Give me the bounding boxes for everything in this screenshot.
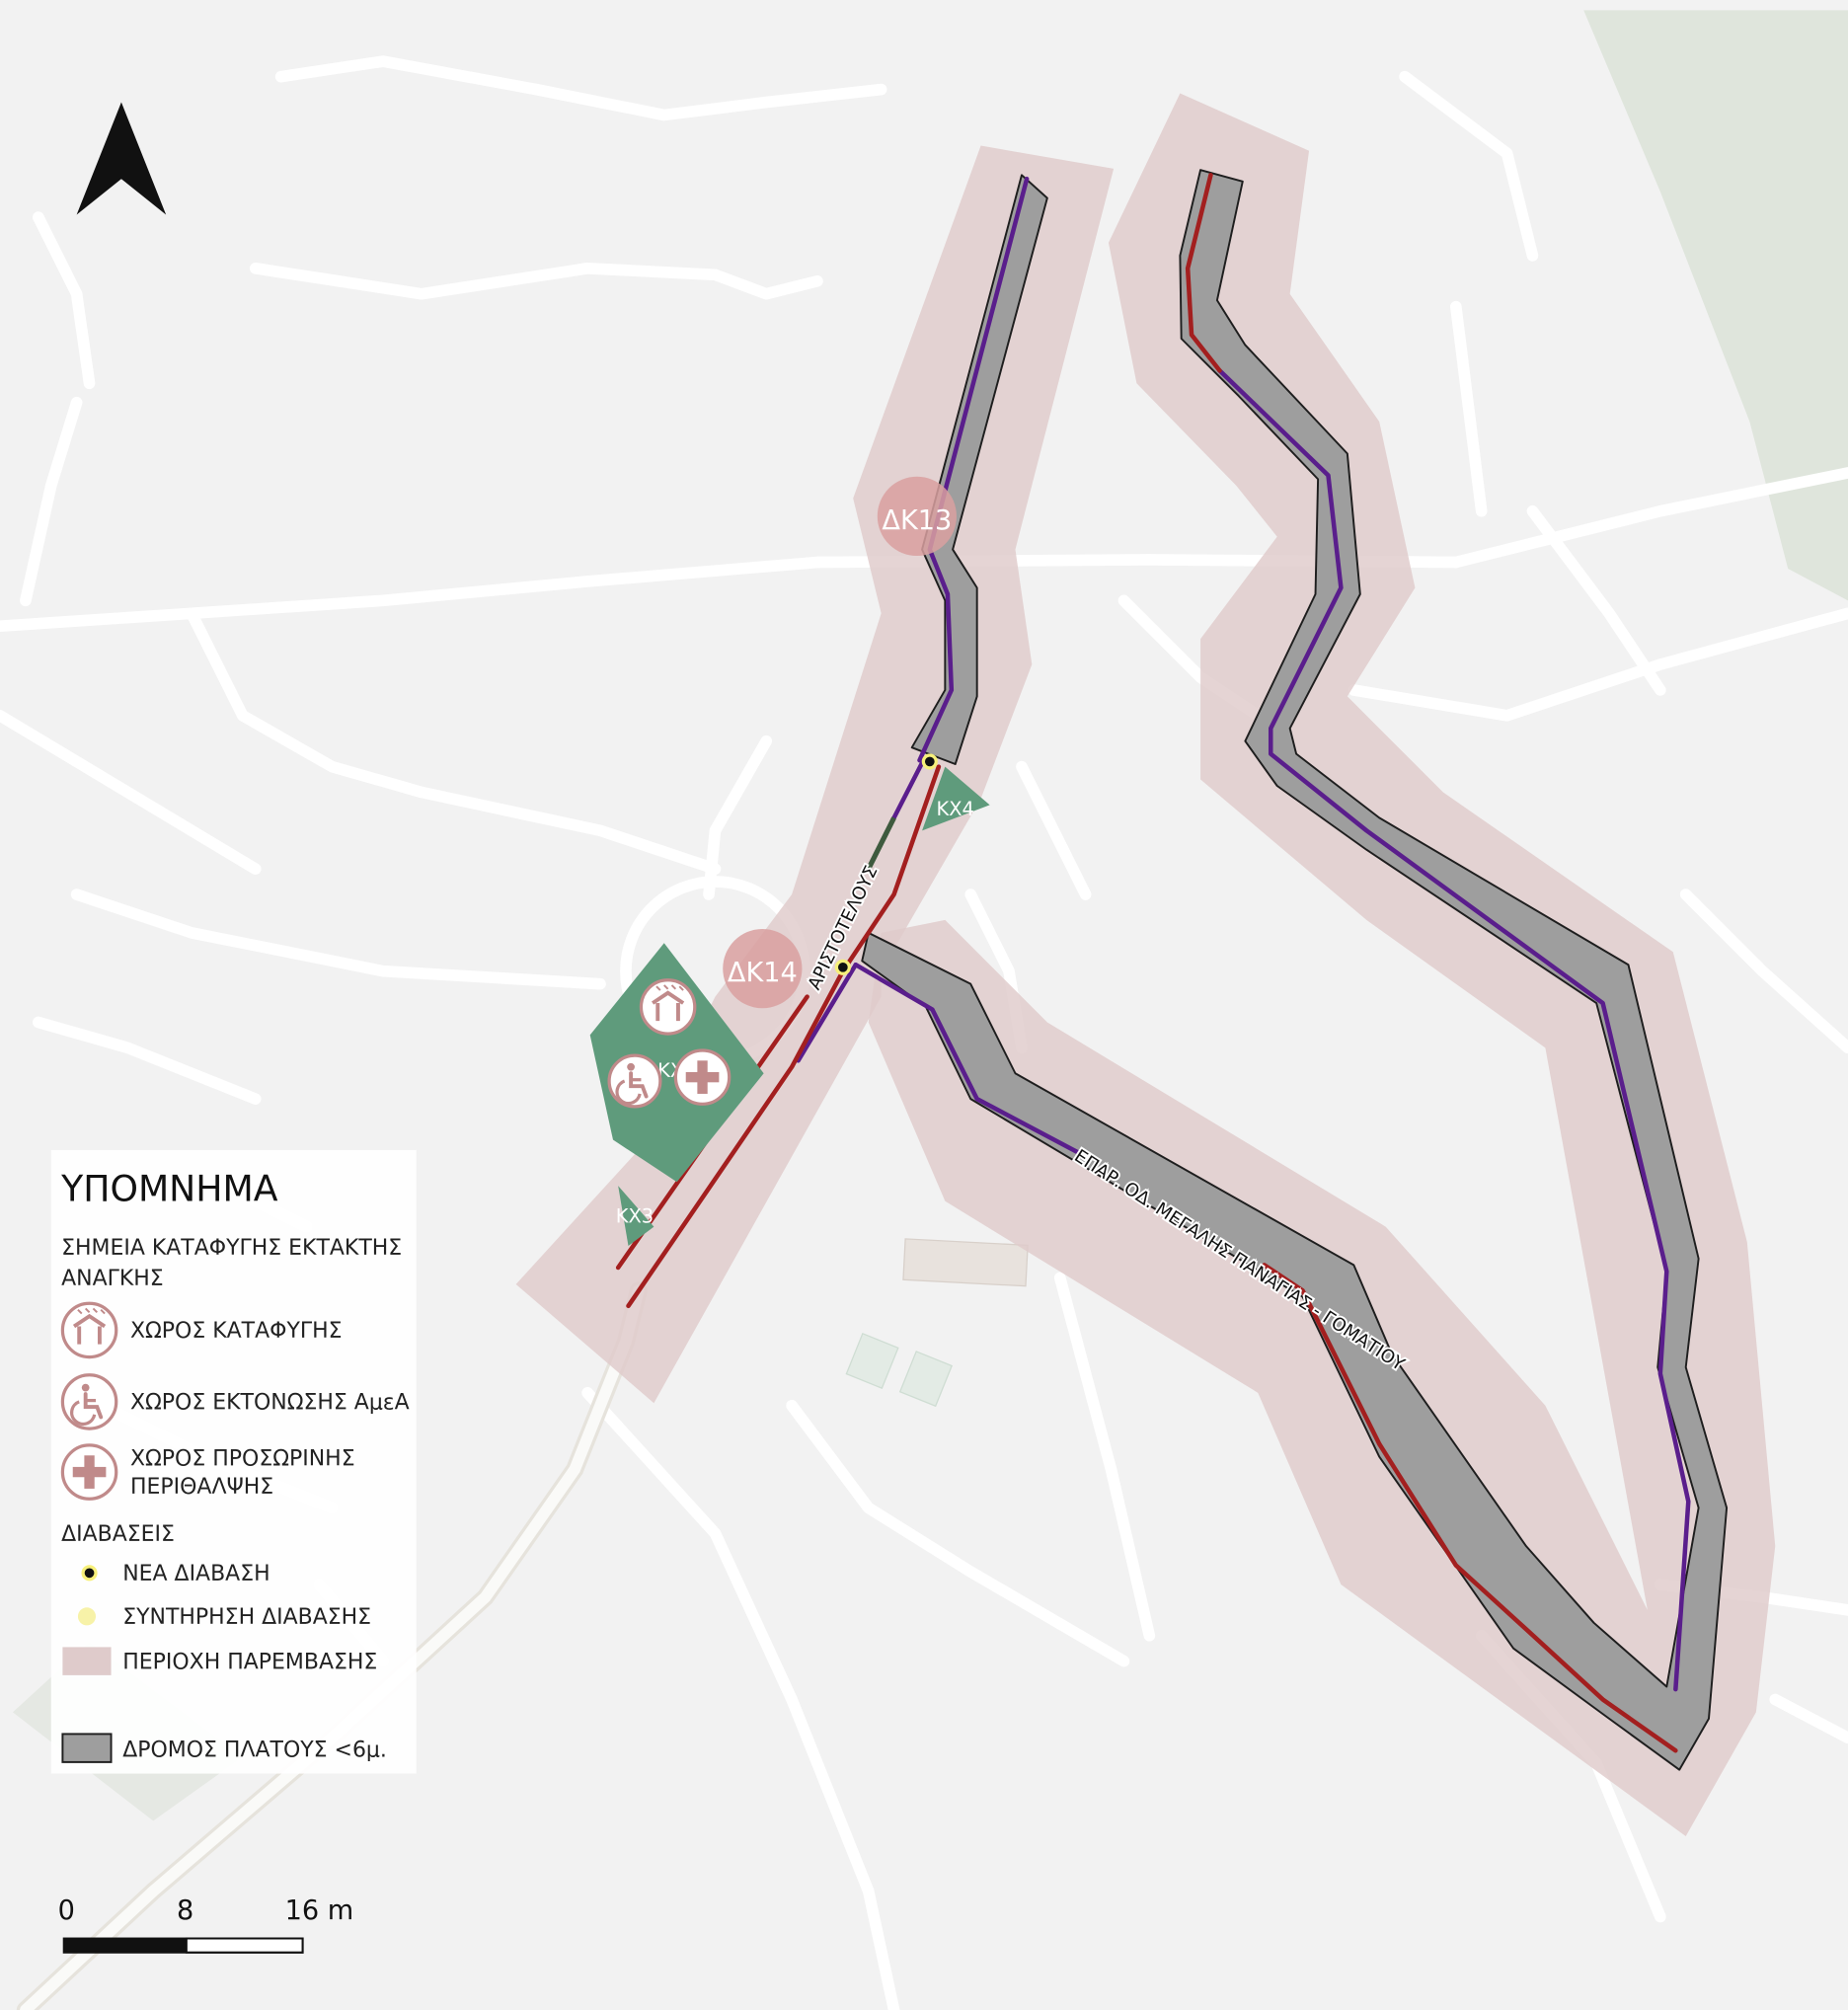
legend-item-care: ΧΩΡΟΣ ΠΡΟΣΩΡΙΝΗΣ [130, 1447, 355, 1472]
legend-road-swatch [61, 1733, 113, 1763]
scale-bar [62, 1937, 304, 1954]
legend-item-road: ΔΡΟΜΟΣ ΠΛΑΤΟΥΣ <6μ. [122, 1739, 387, 1763]
building [902, 1238, 1029, 1287]
legend-medical-cross-icon [60, 1443, 118, 1501]
wheelchair-icon [607, 1053, 662, 1109]
legend-wheelchair-icon [60, 1373, 118, 1430]
purple-lines [796, 176, 1691, 1692]
legend-section-crossings: ΔΙΑΒΑΣΕΙΣ [61, 1522, 175, 1547]
refuge-area-kx4 [922, 766, 990, 831]
legend-item-maintenance: ΣΥΝΤΗΡΗΣΗ ΔΙΑΒΑΣΗΣ [122, 1605, 371, 1630]
legend-section-refuge: ΣΗΜΕΙΑ ΚΑΤΑΦΥΓΗΣ ΕΚΤΑΚΤΗΣ [61, 1236, 402, 1261]
forest-area [1583, 10, 1848, 601]
legend-refuge-icon [60, 1301, 118, 1359]
legend-section-refuge-line2: ΑΝΑΓΚΗΣ [61, 1267, 164, 1291]
legend-new-crossing-icon [81, 1565, 98, 1582]
dk13-circle [877, 476, 957, 557]
scale-label-8: 8 [177, 1895, 193, 1926]
green-segment [866, 816, 896, 871]
legend-maintenance-icon [77, 1607, 97, 1626]
legend-item-refuge: ΧΩΡΟΣ ΚΑΤΑΦΥΓΗΣ [130, 1319, 343, 1344]
medical-cross-icon [673, 1048, 732, 1106]
dk14-circle [723, 928, 803, 1009]
field [845, 1332, 899, 1389]
refuge-icon [639, 978, 697, 1036]
refuge-area-main [589, 943, 764, 1183]
legend-item-disabled: ΧΩΡΟΣ ΕΚΤΟΝΩΣΗΣ ΑμεΑ [130, 1391, 410, 1416]
legend-item-care-line2: ΠΕΡΙΘΑΛΨΗΣ [130, 1475, 273, 1500]
legend-item-new-crossing: ΝΕΑ ΔΙΑΒΑΣΗ [122, 1562, 270, 1586]
road-north-branch [910, 174, 1048, 765]
scale-label-0: 0 [58, 1895, 75, 1926]
dk14-label: ΔΚ14 [728, 958, 798, 988]
legend-item-area: ΠΕΡΙΟΧΗ ΠΑΡΕΜΒΑΣΗΣ [122, 1650, 377, 1674]
kx3-label: ΚΧ3 [616, 1205, 654, 1228]
legend-area-swatch [62, 1647, 112, 1675]
scale-label-16: 16 m [285, 1895, 354, 1926]
dk13-label: ΔΚ13 [882, 505, 952, 536]
refuge-areas [589, 766, 990, 1246]
kx4-label: ΚΧ4 [937, 798, 974, 820]
field [898, 1351, 954, 1408]
new-crossing-marker [834, 753, 938, 975]
legend-title: ΥΠΟΜΝΗΜΑ [60, 1168, 278, 1210]
north-arrow-icon [76, 102, 167, 215]
refuge-area-kx3 [618, 1186, 654, 1246]
